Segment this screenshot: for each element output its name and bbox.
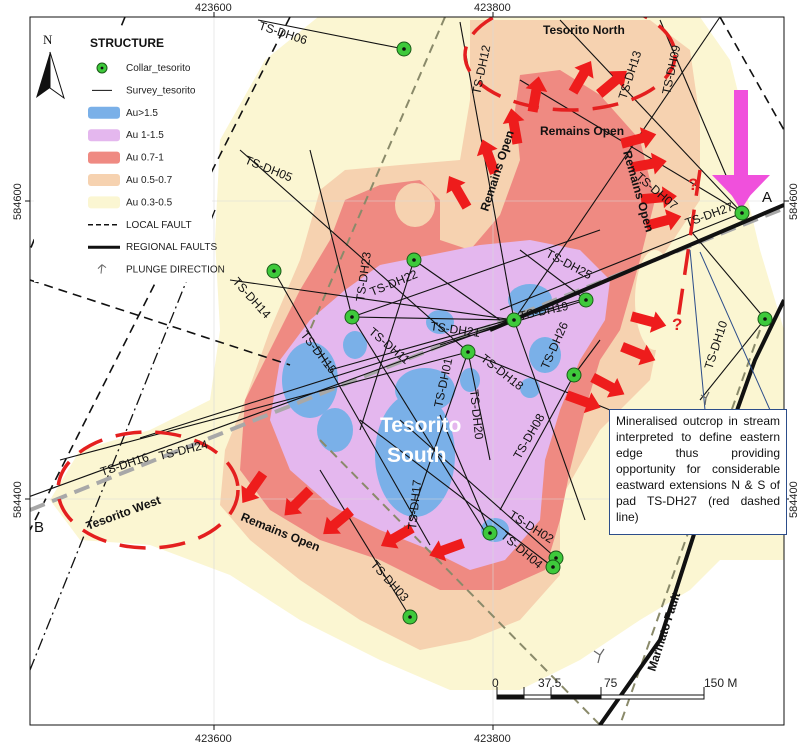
svg-text:PLUNGE DIRECTION: PLUNGE DIRECTION	[126, 265, 225, 276]
collar-icon	[402, 609, 418, 625]
svg-text:N: N	[43, 32, 53, 47]
svg-text:Survey_tesorito: Survey_tesorito	[126, 85, 196, 96]
question-mark-south: ?	[672, 315, 682, 334]
red-arrow-icon	[502, 108, 525, 145]
svg-text:Au>1.5: Au>1.5	[126, 108, 158, 119]
map-frame	[29, 16, 785, 726]
target-outlines	[56, 17, 702, 550]
legend-item: Au 0.5-0.7	[88, 174, 173, 186]
drillhole-label: TS-DH20	[467, 389, 486, 441]
svg-text:Au 1-1.5: Au 1-1.5	[126, 130, 164, 141]
legend-item: REGIONAL FAULTS	[88, 242, 217, 253]
red-arrow-icon	[568, 60, 594, 95]
scale-bar: 0 37.5 75 150 M	[492, 676, 737, 700]
red-arrow-icon	[429, 538, 465, 562]
red-arrow-icon	[284, 486, 314, 516]
red-arrow-icon	[630, 152, 667, 175]
survey-lines	[30, 17, 766, 618]
collar-icon	[266, 263, 282, 279]
svg-text:Au 0.5-0.7: Au 0.5-0.7	[126, 175, 173, 186]
coord-x-bottom-2: 423800	[474, 733, 511, 745]
red-arrow-icon	[620, 127, 657, 149]
section-b-label: B	[34, 519, 44, 536]
red-arrow-icon	[620, 342, 656, 366]
svg-text:Collar_tesorito: Collar_tesorito	[126, 63, 191, 74]
red-arrow-icon	[323, 507, 354, 535]
legend-title: STRUCTURE	[90, 36, 164, 50]
collar-icon	[757, 311, 773, 327]
local-fault-dashdot	[30, 209, 216, 671]
coord-y-right-1: 584600	[788, 183, 800, 220]
red-arrow-icon	[565, 390, 601, 414]
coord-y-left-2: 584400	[12, 481, 24, 518]
north-arrow-icon: N	[36, 32, 65, 100]
red-arrow-icon	[525, 76, 548, 113]
tesorito-south-line1: Tesorito	[380, 414, 461, 437]
legend-item: Au 0.7-1	[88, 151, 164, 164]
grey-faults	[309, 17, 761, 725]
red-arrow-icon	[590, 373, 625, 398]
map-area: TS-DH06TS-DH12TS-DH13TS-DH09TS-DH05TS-DH…	[30, 17, 784, 725]
red-arrow-icon	[241, 470, 268, 504]
drillhole-label: TS-DH17	[405, 479, 424, 531]
question-mark-north: ?	[688, 175, 698, 194]
callout-arrow	[712, 90, 770, 210]
collar-icon	[734, 205, 750, 221]
section-a-label: A	[762, 189, 772, 206]
collar-icon	[396, 41, 412, 57]
legend-item: LOCAL FAULT	[88, 220, 192, 231]
coord-x-bottom-1: 423600	[195, 733, 232, 745]
red-arrow-icon	[596, 70, 627, 98]
red-arrow-icon	[645, 209, 682, 231]
red-arrow-icon	[380, 523, 415, 549]
tesorito-south-line2: South	[387, 444, 446, 467]
coord-x-top-1: 423600	[195, 2, 232, 14]
annotation-note: Mineralised outcrop in stream interprete…	[609, 409, 787, 535]
drillhole-label: TS-DH23	[353, 251, 374, 303]
collar-icon	[506, 312, 522, 328]
remains-open-north: Remains Open	[540, 124, 624, 138]
coord-x-top-2: 423800	[474, 2, 511, 14]
legend-item: Collar_tesorito	[96, 62, 191, 74]
red-arrow-icon	[476, 139, 500, 175]
coord-y-right-2: 584400	[788, 481, 800, 518]
remains-open-arrows	[241, 60, 682, 562]
scale-tick-3: 150 M	[704, 676, 737, 690]
plunge-symbols	[593, 391, 710, 664]
collar-icon	[545, 559, 561, 575]
collar-icon	[344, 309, 360, 325]
collar-icon	[578, 292, 594, 308]
collar-icon	[566, 367, 582, 383]
tesorito-north-label: Tesorito North	[543, 23, 625, 37]
red-arrow-icon	[630, 311, 667, 333]
legend-item: Survey_tesorito	[92, 85, 196, 96]
red-arrow-icon	[446, 175, 472, 210]
legend-item: Au 1-1.5	[88, 129, 164, 142]
legend-item: PLUNGE DIRECTION	[97, 264, 225, 276]
note-leaders	[689, 249, 771, 411]
svg-text:LOCAL FAULT: LOCAL FAULT	[126, 220, 192, 231]
legend: STRUCTURE N Collar_tesoritoSurvey_tesori…	[34, 30, 225, 282]
legend-item: Au>1.5	[88, 106, 158, 119]
collars	[266, 41, 773, 625]
coord-y-left-1: 584600	[12, 183, 24, 220]
scale-tick-2: 75	[604, 676, 618, 690]
svg-text:REGIONAL FAULTS: REGIONAL FAULTS	[126, 242, 217, 253]
collar-icon	[406, 252, 422, 268]
legend-item: Au 0.3-0.5	[88, 196, 173, 209]
collar-icon	[482, 525, 498, 541]
collar-icon	[460, 344, 476, 360]
svg-text:Au 0.7-1: Au 0.7-1	[126, 153, 164, 164]
scale-tick-0: 0	[492, 676, 499, 690]
svg-text:Au 0.3-0.5: Au 0.3-0.5	[126, 197, 173, 208]
scale-tick-1: 37.5	[538, 676, 562, 690]
red-arrow-icon	[640, 186, 677, 209]
drillhole-label: TS-DH21	[430, 319, 482, 340]
